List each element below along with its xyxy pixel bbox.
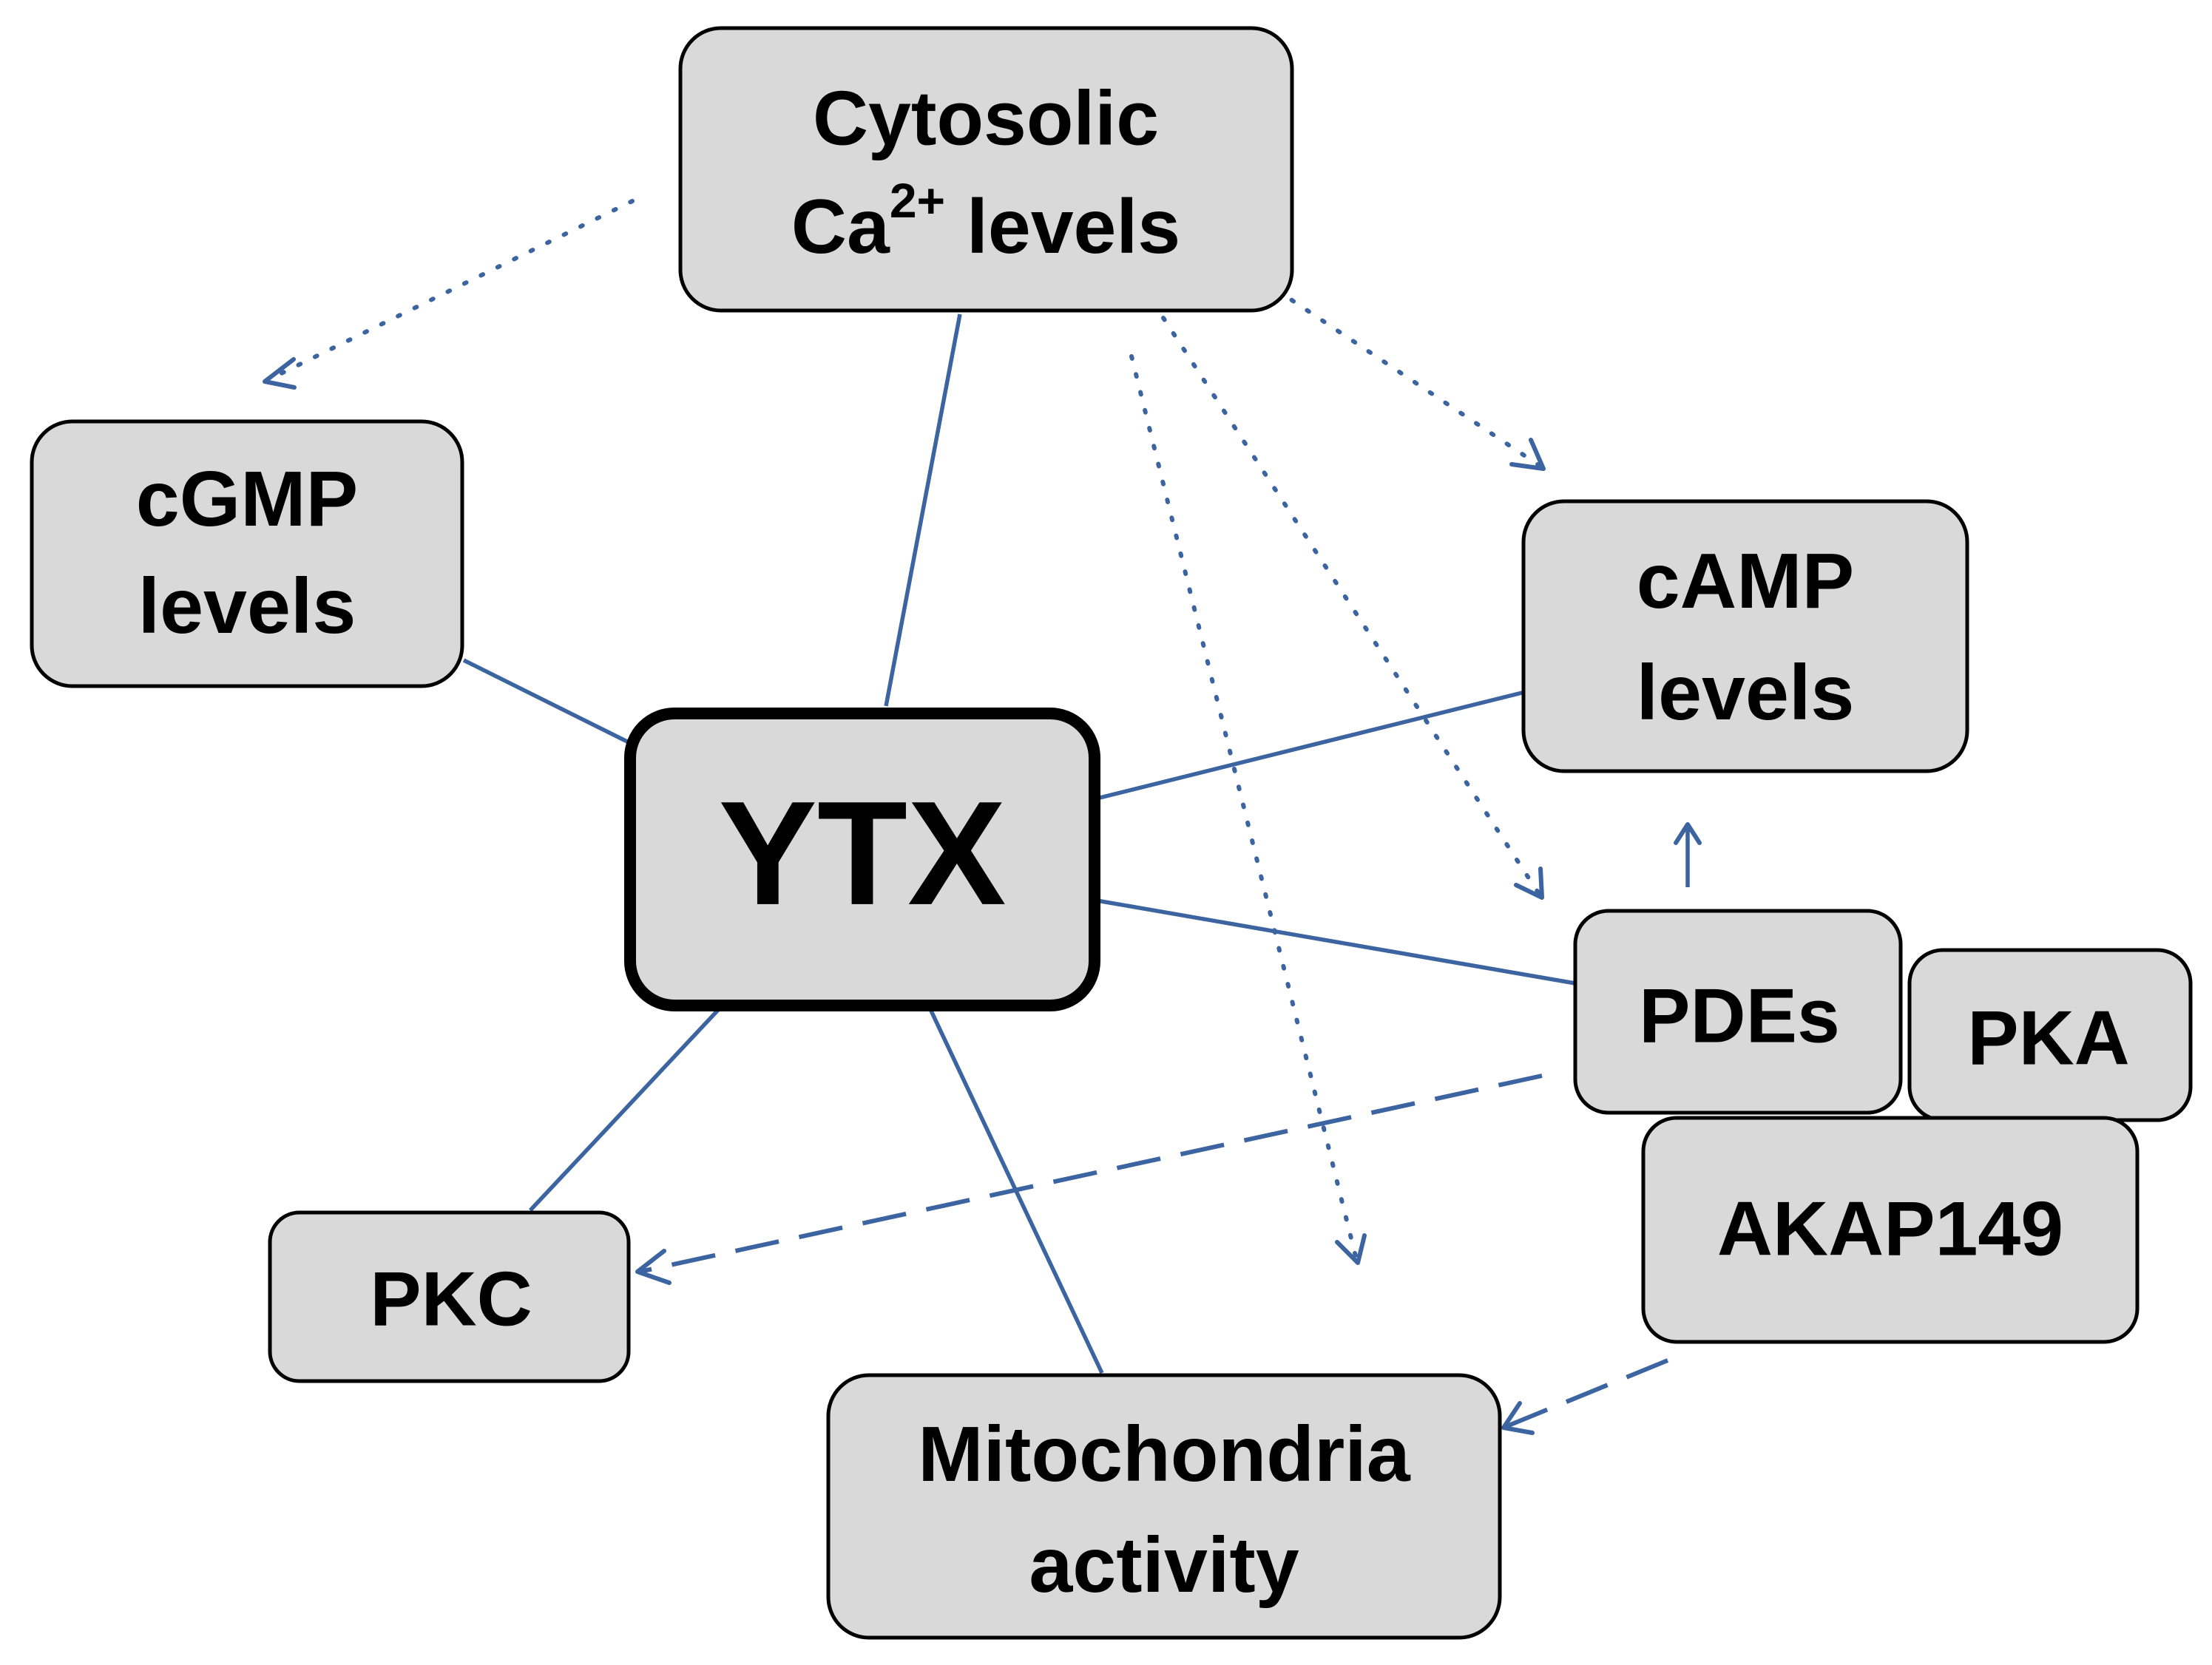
- node-akap149: AKAP149: [1641, 1116, 2140, 1344]
- arrowhead-cytosolic-pdes: [1514, 867, 1544, 900]
- node-cytosolic-box: [678, 26, 1294, 313]
- node-cytosolic-levels: levels: [945, 184, 1180, 270]
- node-cgmp-line2: levels: [138, 563, 356, 650]
- node-camp-line1: cAMP: [1637, 538, 1855, 625]
- node-cgmp-box: [30, 419, 464, 688]
- edge-ytx-camp: [1096, 691, 1523, 801]
- node-akap-label: AKAP149: [1717, 1186, 2063, 1272]
- node-ytx-box: [624, 708, 1100, 1011]
- arrowhead-cytosolic-camp: [1509, 438, 1546, 471]
- node-pkc: PKC: [268, 1210, 631, 1383]
- node-cytosolic-superscript: 2+: [890, 173, 945, 228]
- node-camp-line2: levels: [1637, 649, 1855, 736]
- edge-pdes-pkc: [639, 1074, 1543, 1274]
- node-pdes-box: [1573, 909, 1903, 1115]
- arrowhead-cytosolic-cgmp: [263, 357, 297, 390]
- node-pka: PKA: [1907, 948, 2193, 1122]
- arrowhead-pdes-camp: [1674, 822, 1702, 845]
- node-mito-line2: activity: [1029, 1522, 1299, 1609]
- node-cytosolic-ca-levels: Cytosolic Ca2+ levels: [678, 26, 1294, 313]
- node-cytosolic-line2: Ca2+ levels: [791, 173, 1180, 270]
- node-pka-label: PKA: [1967, 995, 2130, 1081]
- node-ytx: YTX: [624, 708, 1100, 1011]
- node-pkc-label: PKC: [370, 1256, 532, 1342]
- edge-cytosolic-mito: [1129, 354, 1359, 1264]
- node-cytosolic-ca: Ca: [791, 184, 890, 270]
- arrowhead-akap-mito: [1501, 1401, 1535, 1435]
- arrowhead-cytosolic-mito: [1335, 1233, 1367, 1265]
- node-camp-levels: cAMP levels: [1521, 499, 1969, 773]
- edges: [263, 199, 1702, 1435]
- node-mito-line1: Mitochondria: [918, 1411, 1410, 1498]
- edge-cytosolic-cgmp: [264, 199, 635, 383]
- node-camp-box: [1521, 499, 1969, 773]
- edge-cytosolic-camp: [1259, 277, 1544, 469]
- arrowhead-pdes-pkc: [635, 1249, 672, 1285]
- node-mito-box: [826, 1373, 1502, 1640]
- node-cytosolic-line1: Cytosolic: [813, 75, 1159, 161]
- edge-ytx-pdes: [1096, 898, 1576, 986]
- node-cgmp-line1: cGMP: [136, 455, 358, 543]
- edge-ytx-cytosolic: [884, 313, 962, 707]
- node-mitochondria-activity: Mitochondria activity: [826, 1373, 1502, 1640]
- node-pkc-box: [268, 1210, 631, 1383]
- node-pdes: PDEs: [1573, 909, 1903, 1115]
- node-akap-box: [1641, 1116, 2140, 1344]
- edge-cytosolic-pdes: [1161, 316, 1543, 898]
- edge-ytx-cgmp: [462, 658, 629, 744]
- node-pdes-label: PDEs: [1639, 973, 1840, 1059]
- node-ytx-label: YTX: [719, 771, 1007, 936]
- edge-akap-mito: [1504, 1358, 1669, 1429]
- edge-ytx-pkc: [528, 1008, 721, 1212]
- node-cgmp-levels: cGMP levels: [30, 419, 464, 688]
